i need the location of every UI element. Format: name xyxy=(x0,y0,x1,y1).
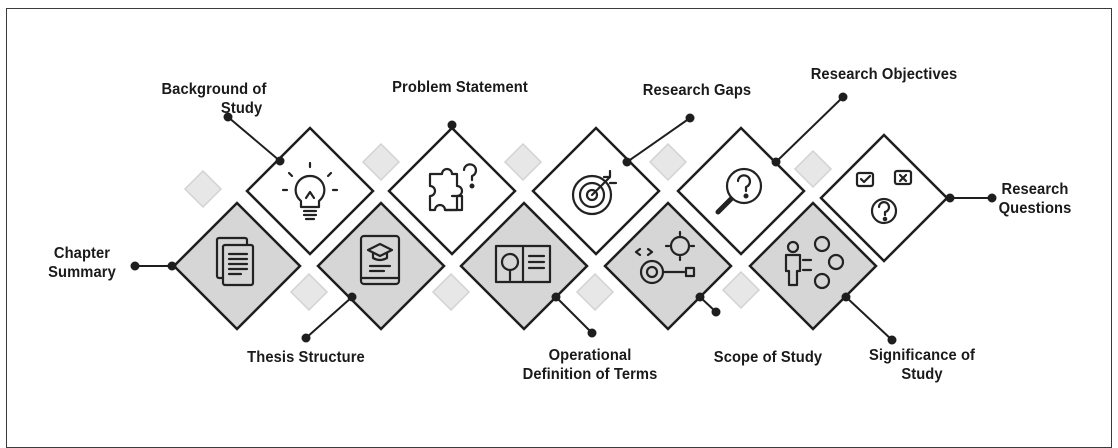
small-diamond xyxy=(431,272,471,312)
small-diamond xyxy=(721,270,761,310)
problem-node[interactable] xyxy=(387,126,517,256)
small-diamond xyxy=(575,272,615,312)
small-diamond xyxy=(503,142,543,182)
magnifier-question-icon xyxy=(715,167,763,215)
diagram-frame xyxy=(6,8,1112,448)
connector-dot xyxy=(841,292,851,302)
book-icon xyxy=(359,234,401,286)
small-diamond xyxy=(289,272,329,312)
small-diamond xyxy=(793,149,833,189)
connector-dot xyxy=(587,328,597,338)
connector-dot xyxy=(347,292,357,302)
connector-dot xyxy=(771,157,781,167)
connector-dot xyxy=(551,292,561,302)
connector-dot xyxy=(695,292,705,302)
connector-dot xyxy=(622,157,632,167)
connector-dot xyxy=(711,307,721,317)
connector-dot xyxy=(838,92,848,102)
label-objectives: Research Objectives xyxy=(810,66,958,83)
connector-dot xyxy=(685,113,695,123)
connector-dot xyxy=(447,120,457,130)
connectors xyxy=(130,92,997,345)
connector-dot xyxy=(987,193,997,203)
label-problem: Problem Statement xyxy=(392,79,528,96)
target-arrow-icon xyxy=(571,169,618,216)
connector-dot xyxy=(275,156,285,166)
person-benefits-icon xyxy=(784,235,845,290)
connector-dot xyxy=(945,193,955,203)
label-scope: Scope of Study xyxy=(713,349,823,366)
connector-dot xyxy=(167,261,177,271)
diagram-canvas xyxy=(130,92,997,345)
small-diamond xyxy=(183,169,223,209)
chat-question-icon xyxy=(855,169,913,225)
label-gaps: Research Gaps xyxy=(642,82,752,99)
connector-dot xyxy=(301,333,311,343)
small-diamonds xyxy=(183,142,833,312)
puzzle-question-icon xyxy=(428,163,478,212)
small-diamond xyxy=(648,142,688,182)
target-gear-icon xyxy=(634,230,696,285)
problem-diamond xyxy=(387,126,517,256)
connector-dot xyxy=(887,335,897,345)
connector-dot xyxy=(223,112,233,122)
documents-icon xyxy=(215,236,255,287)
small-diamond xyxy=(361,142,401,182)
lightbulb-icon xyxy=(281,161,339,221)
label-thesis: Thesis Structure xyxy=(247,349,365,366)
open-book-magnifier-icon xyxy=(494,244,552,284)
connector-dot xyxy=(130,261,140,271)
